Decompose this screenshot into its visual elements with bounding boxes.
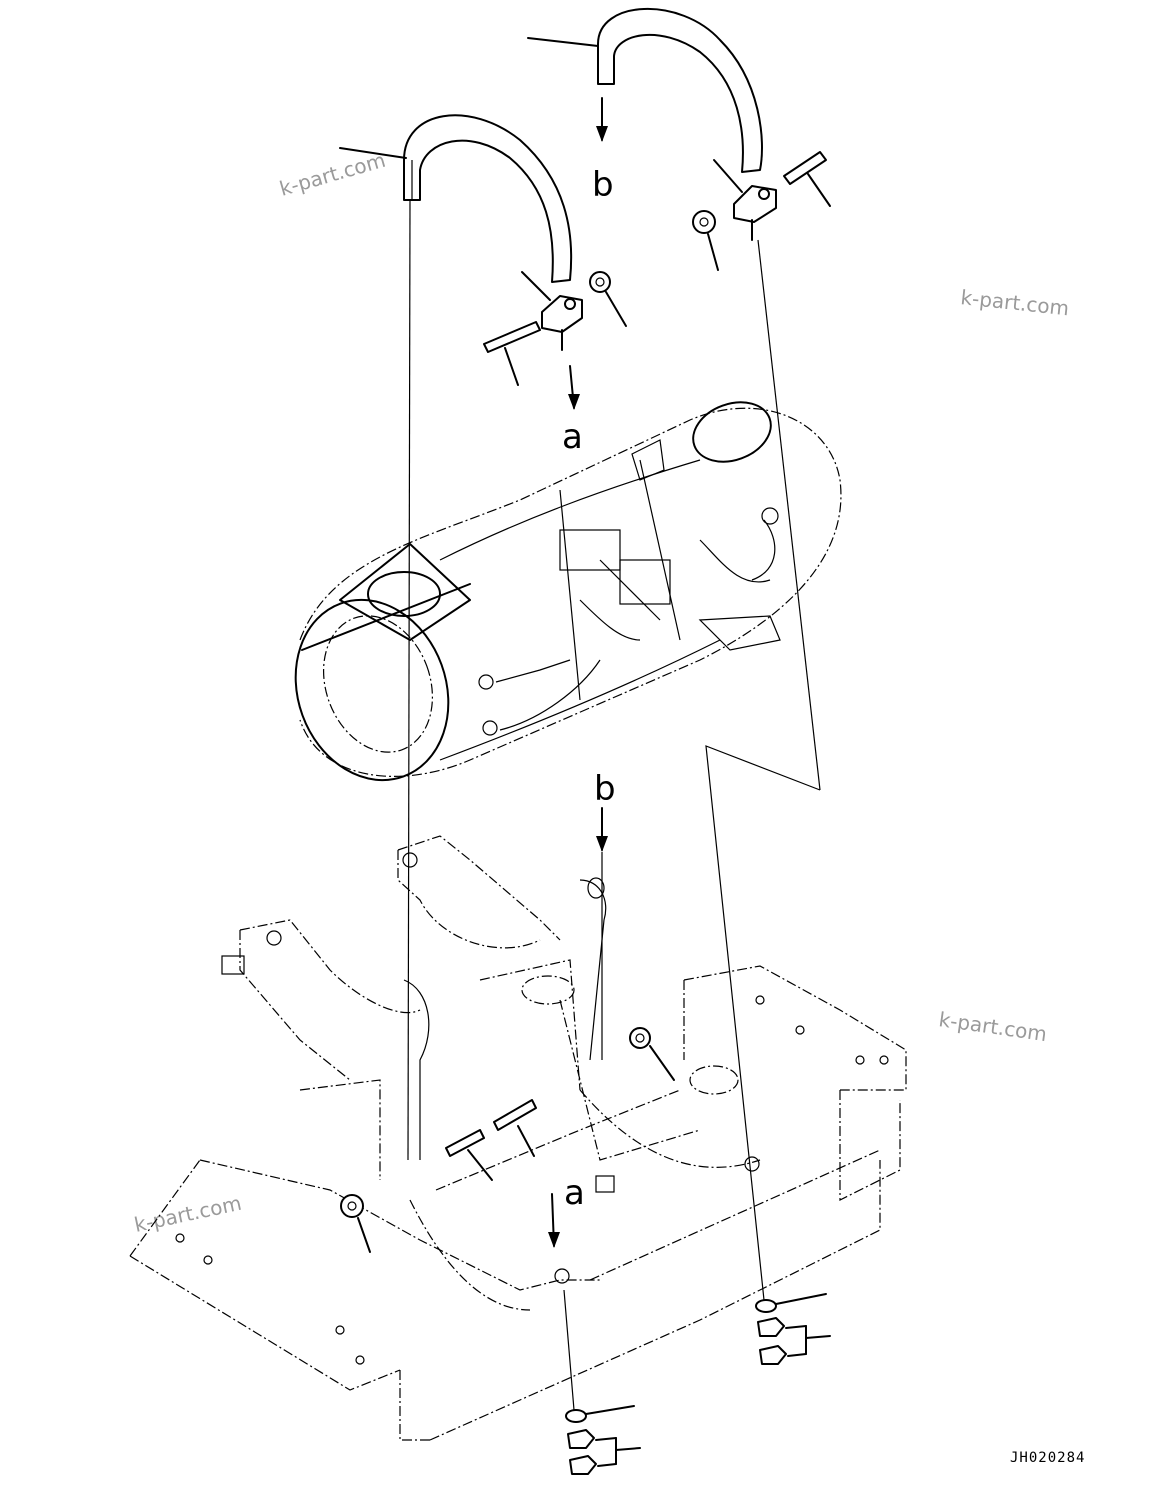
leader-lower-bolt-right bbox=[517, 1125, 535, 1157]
watermark-top-left: k-part.com bbox=[277, 148, 388, 201]
watermark-top-right: k-part.com bbox=[959, 285, 1070, 320]
callout-letter-a-top: a bbox=[562, 417, 583, 457]
clamp-bracket-left bbox=[521, 271, 583, 351]
nut-left bbox=[589, 271, 627, 327]
leader-lower-bolt-left bbox=[467, 1149, 493, 1181]
clamp-bracket-right bbox=[713, 159, 777, 241]
leader-nuts-bottom bbox=[615, 1447, 641, 1451]
muffler-assembly bbox=[294, 401, 842, 782]
bolt-right bbox=[783, 151, 831, 207]
fastener-set-right bbox=[755, 1293, 831, 1365]
bolt-left bbox=[483, 321, 541, 386]
leader-lower-nut-left bbox=[357, 1217, 371, 1253]
leader-washer-bottom bbox=[585, 1405, 635, 1415]
leader-strap-left bbox=[339, 147, 407, 159]
callout-b-top: b bbox=[592, 97, 614, 205]
strap-right bbox=[527, 8, 763, 173]
fastener-set-bottom bbox=[565, 1405, 641, 1475]
leader-washer-right bbox=[775, 1293, 827, 1305]
lower-bolt-right bbox=[493, 1099, 537, 1157]
drawing-code: JH020284 bbox=[1010, 1450, 1085, 1466]
lower-bolt-left bbox=[445, 1129, 493, 1181]
leader-bracket-right bbox=[713, 159, 743, 193]
nut-right bbox=[692, 210, 719, 271]
callout-letter-b-top: b bbox=[592, 165, 614, 205]
alignment-lines bbox=[407, 199, 821, 1301]
leader-nuts-right bbox=[805, 1335, 831, 1339]
callout-a-bottom: a bbox=[548, 1173, 585, 1411]
leader-nut-left bbox=[605, 291, 627, 327]
leader-strap-right bbox=[527, 37, 599, 47]
watermark-mid-right: k-part.com bbox=[937, 1007, 1048, 1046]
leader-bracket-left bbox=[521, 271, 551, 301]
strap-left bbox=[339, 114, 573, 283]
leader-nut-right bbox=[707, 233, 719, 271]
callout-letter-a-bottom: a bbox=[564, 1173, 585, 1213]
callout-b-bottom: b bbox=[594, 769, 616, 1060]
lower-nut-left bbox=[340, 1194, 371, 1253]
lower-nut-upper bbox=[629, 1027, 675, 1081]
watermark-group: k-part.com k-part.com k-part.com k-part.… bbox=[132, 148, 1070, 1237]
callout-letter-b-bottom: b bbox=[594, 769, 616, 809]
leader-bolt-right bbox=[807, 173, 831, 207]
callout-a-top: a bbox=[562, 365, 583, 457]
leader-bolt-left bbox=[504, 347, 519, 386]
leader-lower-nut-upper bbox=[649, 1045, 675, 1081]
chassis-frame bbox=[129, 835, 907, 1441]
